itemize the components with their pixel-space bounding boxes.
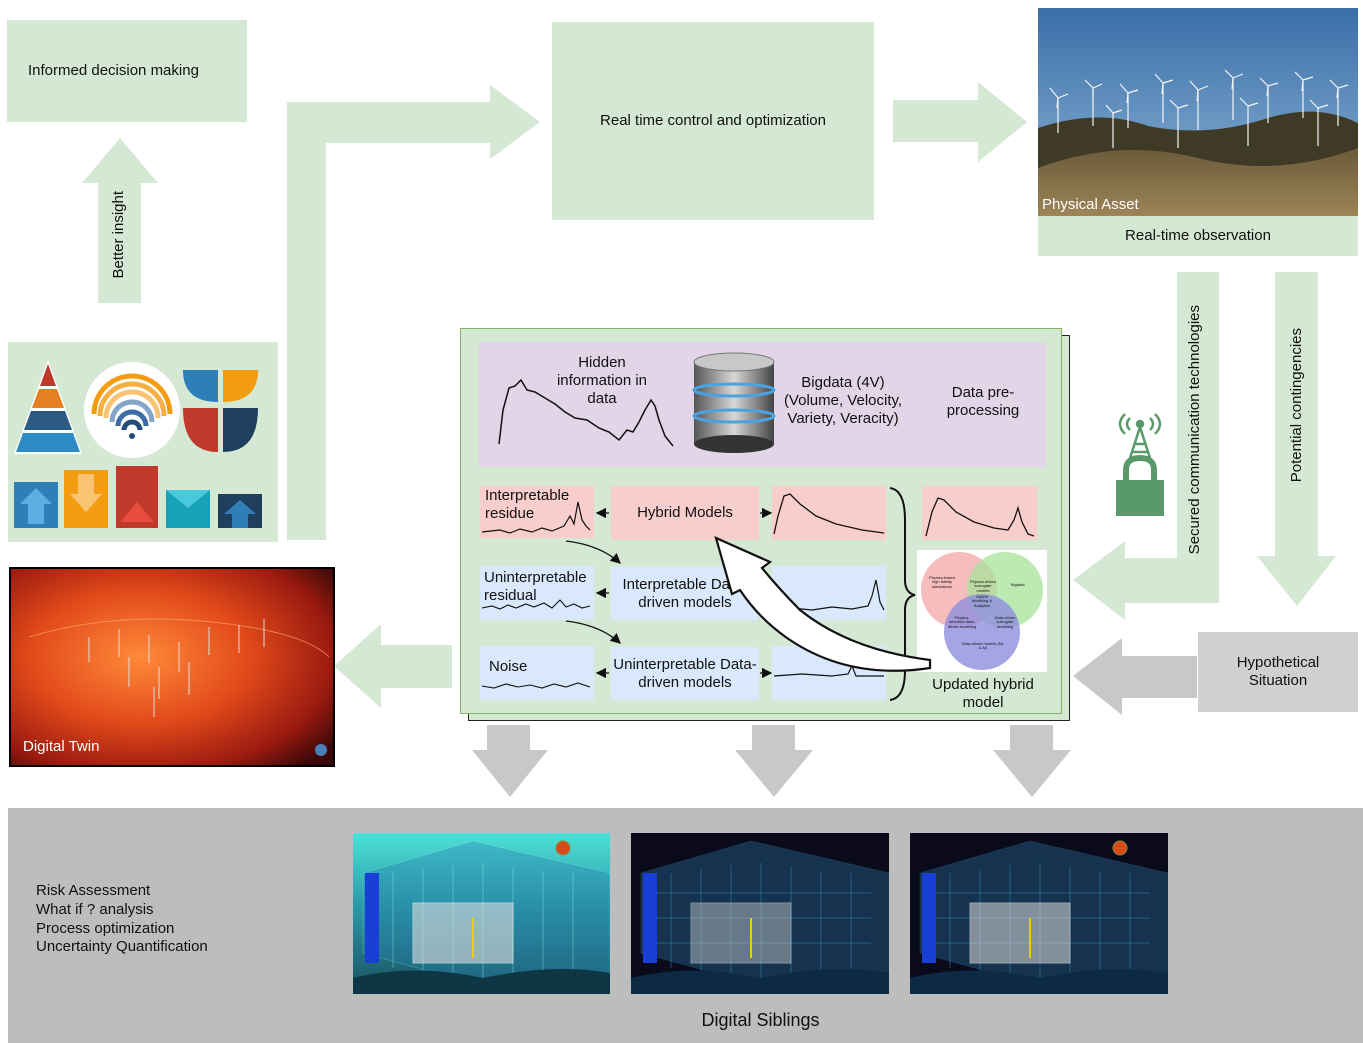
bigdata-label: Bigdata (4V) (Volume, Velocity, Variety,… xyxy=(783,374,903,427)
interp-dd-label: Interpretable Data-driven models xyxy=(622,575,748,611)
physical-asset-label: Physical Asset xyxy=(1042,196,1139,213)
database-icon xyxy=(692,352,776,453)
signal-arc-icon xyxy=(84,362,180,458)
noise-box: Noise xyxy=(480,646,594,700)
informed-decision-box: Informed decision making xyxy=(7,20,247,122)
venn-dd-surrogate: Data-driven surrogate modeling xyxy=(994,615,1016,629)
control-to-asset-arrow xyxy=(893,82,1027,162)
sibling-sim-1 xyxy=(353,833,610,994)
uninterp-residual-label: Uninterpretable residual xyxy=(484,569,587,604)
venn-hybrid: Hybrid Modeling & Analytics xyxy=(971,594,992,608)
secured-comm-arrow xyxy=(1073,272,1219,620)
preprocessing-label: Data pre-processing xyxy=(946,384,1020,419)
updated-hybrid-text: Updated hybrid model xyxy=(920,676,1046,712)
digital-twin-terrain xyxy=(11,569,333,765)
venn-physics: Physics-based high fidelity simulations xyxy=(928,575,955,589)
physical-asset-image: Physical Asset xyxy=(1038,8,1358,216)
realtime-control-label: Real time control and optimization xyxy=(600,112,826,129)
hybrid-output-box xyxy=(922,486,1037,540)
sim-grid-1 xyxy=(353,840,610,994)
hybrid-curve-box xyxy=(772,486,886,540)
siblings-item: What if ? analysis xyxy=(36,900,154,918)
sibling-sim-3 xyxy=(910,833,1168,994)
arrow-blocks-icon xyxy=(14,466,262,528)
realtime-control-box: Real time control and optimization xyxy=(552,22,874,220)
realtime-observation-label: Real-time observation xyxy=(1125,227,1271,244)
better-insight-arrow xyxy=(82,138,158,303)
siblings-title: Digital Siblings xyxy=(701,1010,820,1030)
noise-label: Noise xyxy=(489,658,528,675)
digital-twin-label: Digital Twin xyxy=(23,738,100,755)
residual-curve xyxy=(481,599,591,610)
pyramid-icon xyxy=(14,360,82,454)
hybrid-models-label: Hybrid Models xyxy=(637,504,733,521)
down-arrow-1 xyxy=(472,725,548,797)
sim-grid-2 xyxy=(631,840,889,994)
siblings-item: Uncertainty Quantification xyxy=(36,938,208,956)
hidden-info-label: Hidden information in data xyxy=(556,354,648,407)
analytics-icons xyxy=(14,360,262,528)
hypothetical-label: Hypothetical Situation xyxy=(1236,654,1320,689)
hybrid-models-box: Hybrid Models xyxy=(611,486,759,540)
siblings-item: Process optimization xyxy=(36,919,175,937)
realtime-observation-box: Real-time observation xyxy=(1038,216,1358,256)
noise-curve xyxy=(481,682,591,689)
siblings-item: Risk Assessment xyxy=(36,882,151,899)
icons-to-control-arrow xyxy=(287,85,540,540)
bigdata-text: Bigdata (4V) (Volume, Velocity, Variety,… xyxy=(778,374,908,428)
down-arrow-3 xyxy=(993,725,1071,797)
venn-data-driven: Data-driven models (ML & AI) xyxy=(961,641,1005,651)
secure-antenna-icon xyxy=(1116,413,1164,516)
uninterp-dd-box: Uninterpretable Data-driven models xyxy=(611,647,759,700)
uninterp-residual-box: Uninterpretable residual xyxy=(480,566,594,620)
venn-diagram: Physics-based high fidelity simulations … xyxy=(917,550,1047,672)
down-arrow-2 xyxy=(735,725,813,797)
hypothetical-arrow xyxy=(1073,638,1197,715)
digital-twin-image: Digital Twin xyxy=(9,567,335,767)
analytics-icons-panel xyxy=(8,342,278,542)
wind-farm-photo xyxy=(1038,8,1358,216)
residue-curve xyxy=(481,501,591,534)
venn-surrogate: Physics-driven surrogate models xyxy=(970,579,997,593)
sibling-sim-2 xyxy=(631,833,889,994)
petal-icon xyxy=(183,370,258,452)
interp-residue-box: Interpretable residue xyxy=(480,486,594,538)
interp-residue-label: Interpretable residue xyxy=(485,487,570,522)
venn-bigdata: Bigdata xyxy=(1011,582,1025,587)
uninterp-dd-label: Uninterpretable Data-driven models xyxy=(613,655,757,691)
preprocessing-text: Data pre-processing xyxy=(938,384,1028,420)
sim-grid-3 xyxy=(910,840,1168,994)
informed-decision-label: Informed decision making xyxy=(28,62,199,79)
venn-physics-informed: Physics-informed data-driven modeling xyxy=(947,615,977,629)
center-to-twin-arrow xyxy=(334,624,452,708)
hypothetical-box: Hypothetical Situation xyxy=(1198,632,1358,712)
updated-hybrid-label: Updated hybrid model xyxy=(932,676,1034,711)
hidden-info-text: Hidden information in data xyxy=(552,354,652,408)
siblings-use-list: Risk Assessment What if ? analysis Proce… xyxy=(36,882,208,957)
hidden-info-curve xyxy=(498,378,674,447)
contingencies-arrow xyxy=(1257,272,1336,606)
